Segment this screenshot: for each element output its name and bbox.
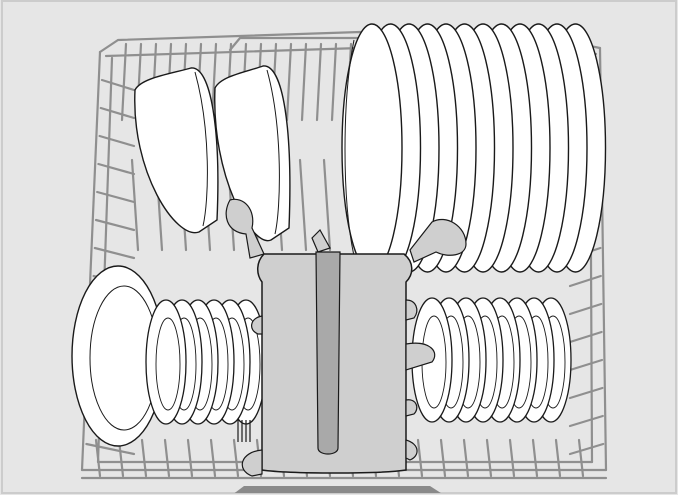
rack-right-wire: [568, 330, 603, 344]
rack-right-wire: [568, 442, 605, 456]
rack-front-wire: [186, 438, 194, 478]
rack-side-walls: [80, 46, 608, 472]
rack-right-wire: [568, 414, 604, 428]
rack-front-wire: [577, 438, 585, 478]
rack-front-wire: [462, 438, 470, 478]
rack-tine: [322, 158, 332, 252]
rack-right-wire: [568, 274, 602, 288]
large-plate-face: [341, 23, 403, 273]
rack-front-wire: [554, 438, 562, 478]
rack-front-wire: [140, 438, 148, 478]
cutlery-basket: [225, 198, 467, 477]
rack-front-wire: [163, 438, 171, 478]
rack-front-wire: [439, 438, 447, 478]
bowl-rim-line: [194, 71, 208, 227]
rack-left-wire: [100, 78, 136, 92]
basket-foot: [241, 449, 263, 477]
rack-right-wire: [568, 302, 603, 316]
floor-shadow: [234, 486, 441, 493]
basket-clip: [405, 342, 436, 371]
bowl-body: [214, 65, 291, 242]
utensil-handle: [409, 218, 467, 263]
rack-front-wire: [209, 438, 217, 478]
rack-tine: [130, 158, 140, 252]
basket-clip: [405, 299, 418, 321]
bowl-body: [134, 67, 219, 234]
rack-left-wire: [85, 442, 136, 456]
rack-left-wire: [96, 190, 136, 204]
basket-clip: [405, 399, 418, 417]
bowl-rim-line: [266, 69, 280, 235]
rack-front-wire: [416, 438, 424, 478]
utensil-handle: [311, 229, 331, 253]
rack-left-wire: [93, 246, 136, 260]
left-small-plate-inner: [155, 317, 181, 411]
rack-right-wire: [568, 386, 604, 400]
utensil-handle: [225, 198, 265, 259]
rack-left-wire: [94, 218, 136, 232]
bowls-group: [134, 65, 291, 242]
left-small-plate: [145, 299, 187, 425]
rack-back-wire: [120, 42, 128, 122]
basket-clip: [251, 315, 263, 335]
rack-back-wire: [330, 42, 338, 122]
large-plate: [341, 23, 403, 273]
large-plates-group: [341, 23, 607, 273]
rack-left-wire: [98, 134, 136, 148]
rack-left-wire: [99, 106, 136, 120]
rack-front-wire: [508, 438, 516, 478]
rack-front-wire: [232, 438, 240, 478]
rack-right-wire: [568, 358, 604, 372]
rack-back-wire: [300, 42, 308, 122]
rack-left-wire: [97, 162, 136, 176]
rack-front-wire: [94, 438, 102, 478]
rack-back-wire: [315, 42, 323, 122]
basket-divider: [315, 251, 341, 455]
bowl: [214, 65, 291, 242]
basket-clip: [405, 439, 418, 461]
rack-tine: [298, 158, 308, 252]
rack-back-wire: [285, 42, 293, 122]
bowl: [134, 67, 219, 234]
rack-front-wire: [485, 438, 493, 478]
rack-front-wire: [531, 438, 539, 478]
large-plate-rim: [344, 39, 355, 257]
right-small-plates-group: [411, 297, 572, 423]
